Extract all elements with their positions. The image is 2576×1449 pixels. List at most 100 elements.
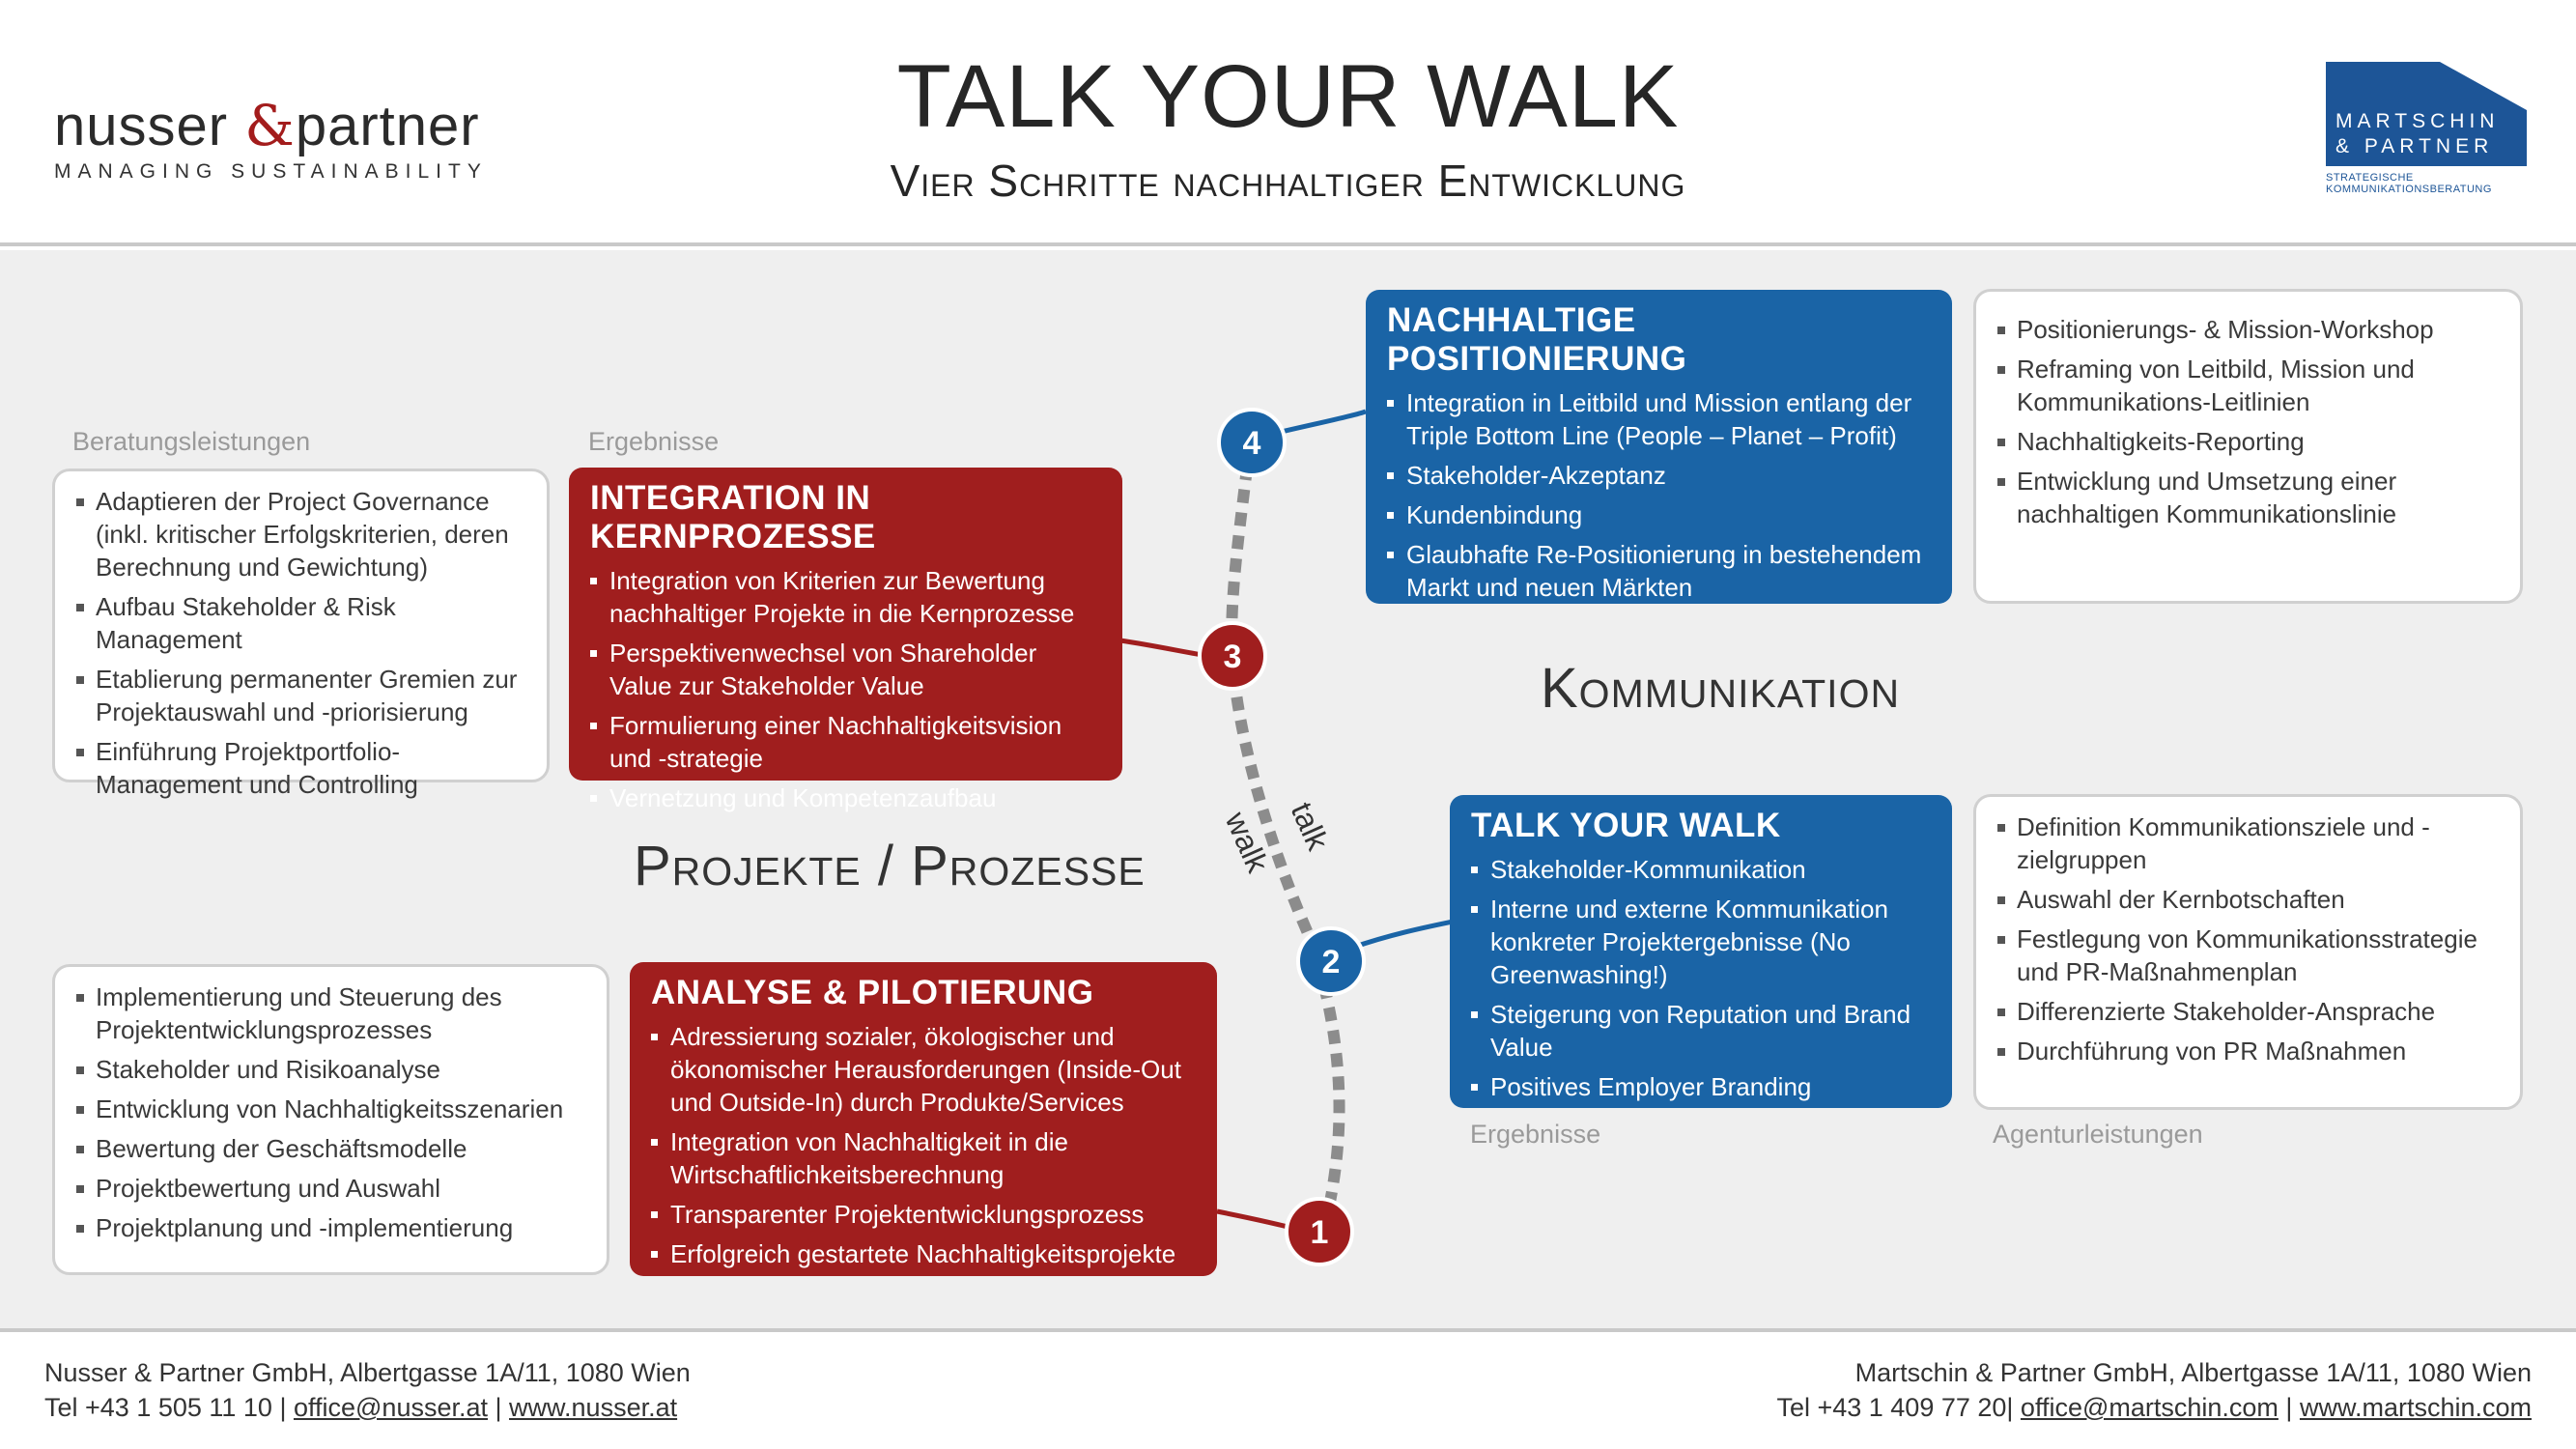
list-item: Projektplanung und -implementierung [76, 1211, 591, 1244]
logo-box: MARTSCHIN & PARTNER [2326, 62, 2527, 166]
step-1-number: 1 [1311, 1214, 1329, 1251]
section-kommunikation: Kommunikation [1541, 657, 1901, 720]
list-item: Bewertung der Geschäftsmodelle [76, 1132, 591, 1165]
list-item: Integration von Nachhaltigkeit in die Wi… [651, 1125, 1200, 1191]
page-title: TALK YOUR WALK [896, 47, 1680, 146]
footer: Nusser & Partner GmbH, Albertgasse 1A/11… [0, 1328, 2576, 1449]
path-label-talk: talk [1285, 797, 1337, 856]
step-2-number: 2 [1322, 944, 1341, 980]
footer-nusser: Nusser & Partner GmbH, Albertgasse 1A/11… [44, 1355, 691, 1425]
service-list-top-left: Adaptieren der Project Governance (inkl.… [76, 485, 531, 801]
page-subtitle: Vier Schritte nachhaltiger Entwicklung [890, 156, 1686, 206]
step-markers: 4 3 2 1 talk walk [1198, 408, 1366, 1266]
list-item: Steigerung von Reputation und Brand Valu… [1471, 998, 1935, 1064]
list-item: Implementierung und Steuerung des Projek… [76, 980, 591, 1046]
list-item: Perspektivenwechsel von Shareholder Valu… [590, 637, 1105, 702]
list-item: Reframing von Leitbild, Mission und Komm… [1997, 353, 2505, 418]
list-item: Auswahl der Kernbotschaften [1997, 883, 2505, 916]
logo-name: nusser &partner [54, 93, 480, 158]
martschin-partner-logo[interactable]: MARTSCHIN & PARTNER STRATEGISCHE KOMMUNI… [2326, 62, 2527, 195]
list-item: Projektbewertung und Auswahl [76, 1172, 591, 1205]
label-ergebnisse-top: Ergebnisse [588, 427, 720, 456]
step-2-marker: 2 [1296, 926, 1366, 996]
logo-tagline: MANAGING SUSTAINABILITY [54, 160, 488, 183]
step-3-box: INTEGRATION IN KERNPROZESSE Integration … [569, 468, 1122, 812]
footer-martschin-email-link[interactable]: office@martschin.com [2020, 1393, 2279, 1422]
list-item: Integration von Kriterien zur Bewertung … [590, 564, 1105, 630]
footer-nusser-web-link[interactable]: www.nusser.at [509, 1393, 678, 1422]
service-box-bottom-right: Definition Kommunikationsziele und -ziel… [1973, 794, 2523, 1110]
step-3-marker: 3 [1198, 621, 1267, 691]
list-item: Stakeholder-Kommunikation [1471, 853, 1935, 886]
logo-line-1: MARTSCHIN [2335, 110, 2500, 132]
step-1-marker: 1 [1285, 1197, 1354, 1266]
label-beratungsleistungen: Beratungsleistungen [72, 427, 311, 456]
list-item: Einführung Projektportfolio-Management u… [76, 735, 531, 801]
list-item: Vernetzung und Kompetenzaufbau [590, 781, 1105, 814]
step-3-title: INTEGRATION IN KERNPROZESSE [590, 479, 876, 555]
list-item: Adressierung sozialer, ökologischer und … [651, 1020, 1200, 1119]
list-item: Erfolgreich gestartete Nachhaltigkeitspr… [651, 1237, 1200, 1270]
list-item: Transparenter Projektentwicklungsprozess [651, 1198, 1200, 1231]
list-item: Etablierung permanenter Gremien zur Proj… [76, 663, 531, 728]
step-2-box: TALK YOUR WALK Stakeholder-Kommunikation… [1450, 795, 1952, 1108]
diagram-area: 4 3 2 1 talk walk Beratungsleistungen Er… [0, 250, 2576, 1328]
list-item: Stakeholder-Akzeptanz [1387, 459, 1935, 492]
footer-martschin: Martschin & Partner GmbH, Albertgasse 1A… [1776, 1355, 2532, 1425]
step-4-number: 4 [1243, 425, 1261, 462]
step-4-list: Integration in Leitbild und Mission entl… [1387, 386, 1935, 604]
logo-subtext: STRATEGISCHE KOMMUNIKATIONSBERATUNG [2326, 172, 2492, 195]
list-item: Differenzierte Stakeholder-Ansprache [1997, 995, 2505, 1028]
talk-walk-path [1226, 442, 1345, 1234]
step-4-marker: 4 [1217, 408, 1287, 477]
step-3-list: Integration von Kriterien zur Bewertung … [590, 564, 1105, 814]
footer-martschin-address: Martschin & Partner GmbH, Albertgasse 1A… [1854, 1358, 2532, 1387]
step-1-title: ANALYSE & PILOTIERUNG [651, 974, 1094, 1011]
footer-nusser-contact: Tel +43 1 505 11 10 | office@nusser.at |… [44, 1393, 678, 1422]
service-list-bottom-right: Definition Kommunikationsziele und -ziel… [1997, 810, 2505, 1067]
list-item: Festlegung von Kommunikationsstrategie u… [1997, 923, 2505, 988]
step-4-title: NACHHALTIGE POSITIONIERUNG [1387, 301, 1687, 378]
footer-nusser-address: Nusser & Partner GmbH, Albertgasse 1A/11… [44, 1358, 691, 1387]
list-item: Integration in Leitbild und Mission entl… [1387, 386, 1935, 452]
step-1-box: ANALYSE & PILOTIERUNG Adressierung sozia… [630, 962, 1217, 1276]
footer-nusser-email-link[interactable]: office@nusser.at [293, 1393, 488, 1422]
list-item: Interne und externe Kommunikation konkre… [1471, 893, 1935, 991]
list-item: Nachhaltigkeits-Reporting [1997, 425, 2505, 458]
list-item: Adaptieren der Project Governance (inkl.… [76, 485, 531, 583]
logo-ampersand: & [244, 93, 296, 158]
logo-corner-cut [2440, 62, 2527, 110]
list-item: Aufbau Stakeholder & Risk Management [76, 590, 531, 656]
list-item: Entwicklung und Umsetzung einer nachhalt… [1997, 465, 2505, 530]
step-4-box: NACHHALTIGE POSITIONIERUNG Integration i… [1366, 290, 1952, 604]
list-item: Glaubhafte Re-Positionierung in bestehen… [1387, 538, 1935, 604]
step-3-number: 3 [1224, 639, 1242, 675]
list-item: Positives Employer Branding [1471, 1070, 1935, 1103]
service-box-top-left: Adaptieren der Project Governance (inkl.… [52, 469, 550, 799]
service-box-bottom-left: Implementierung und Steuerung des Projek… [52, 964, 609, 1275]
step-2-title: TALK YOUR WALK [1471, 807, 1781, 844]
path-label-walk: walk [1218, 806, 1276, 878]
section-projekte-prozesse: Projekte / Prozesse [634, 835, 1146, 897]
list-item: Stakeholder und Risikoanalyse [76, 1053, 591, 1086]
header: nusser &partner MANAGING SUSTAINABILITY … [0, 0, 2576, 246]
step-1-list: Adressierung sozialer, ökologischer und … [651, 1020, 1200, 1270]
list-item: Entwicklung von Nachhaltigkeitsszenarien [76, 1093, 591, 1125]
connector-step-4 [1272, 409, 1367, 437]
list-item: Kundenbindung [1387, 498, 1935, 531]
logo-line-2: & PARTNER [2335, 135, 2494, 157]
list-item: Durchführung von PR Maßnahmen [1997, 1035, 2505, 1067]
nusser-partner-logo[interactable]: nusser &partner MANAGING SUSTAINABILITY [54, 93, 488, 184]
label-agenturleistungen: Agenturleistungen [1993, 1120, 2203, 1149]
service-list-bottom-left: Implementierung und Steuerung des Projek… [76, 980, 591, 1244]
list-item: Positionierungs- & Mission-Workshop [1997, 313, 2505, 346]
label-ergebnisse-bottom: Ergebnisse [1470, 1120, 1601, 1149]
connector-step-2 [1351, 919, 1454, 951]
list-item: Definition Kommunikationsziele und -ziel… [1997, 810, 2505, 876]
footer-martschin-web-link[interactable]: www.martschin.com [2299, 1393, 2532, 1422]
list-item: Formulierung einer Nachhaltigkeitsvision… [590, 709, 1105, 775]
footer-martschin-contact: Tel +43 1 409 77 20| office@martschin.co… [1776, 1393, 2532, 1422]
